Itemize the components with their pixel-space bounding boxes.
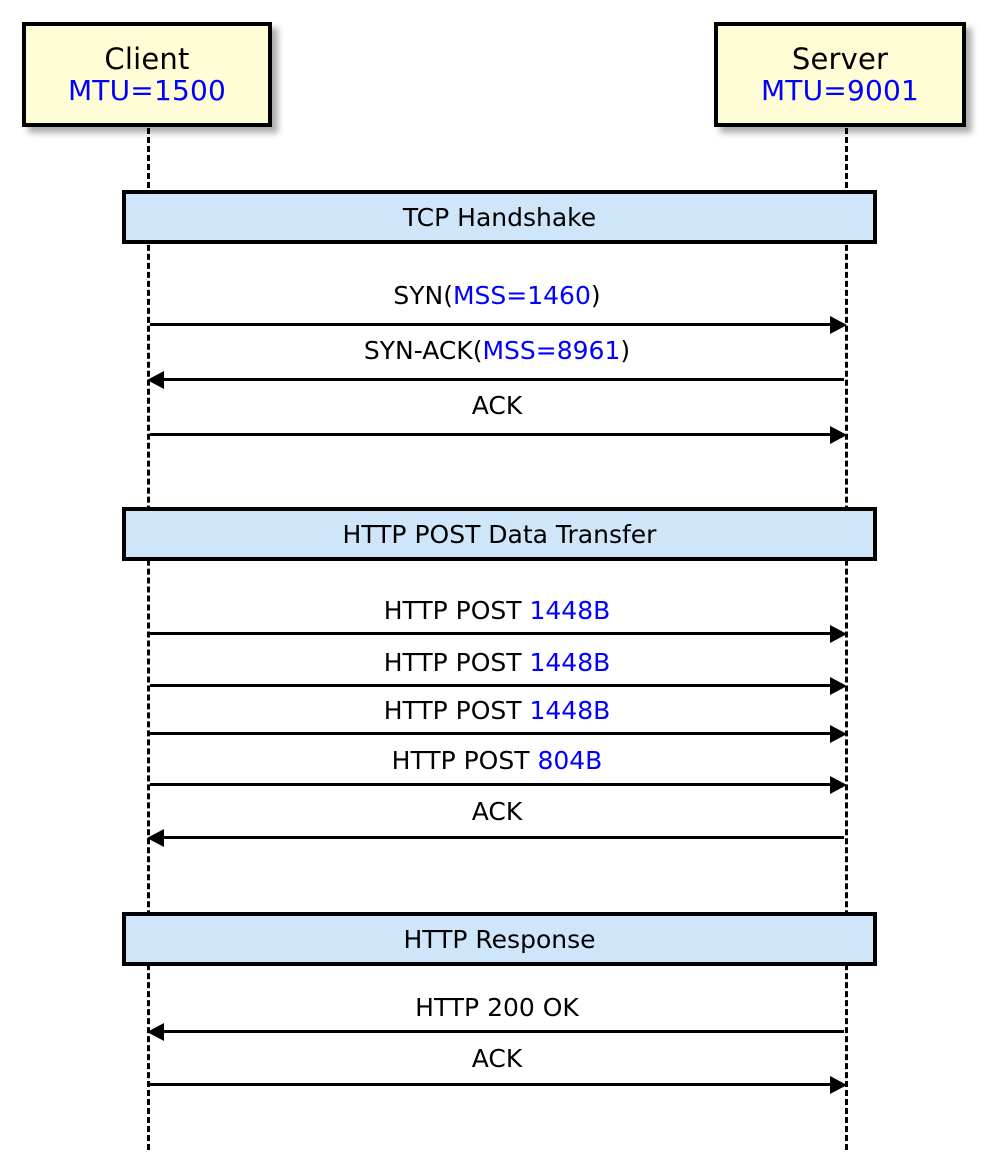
message-m2-suffix: ) [620,336,631,365]
message-m1-prefix: SYN( [393,281,453,310]
message-line-m10 [150,1083,833,1086]
message-label-m6: HTTP POST 1448B [150,698,844,723]
section-label-handshake: TCP Handshake [402,202,597,232]
message-label-m3: ACK [150,393,844,418]
lifeline-client [147,128,150,1150]
participant-client-mtu: MTU=1500 [67,74,227,108]
message-label-m7: HTTP POST 804B [150,748,844,773]
message-m2-prefix: SYN-ACK( [363,336,483,365]
message-m1-suffix: ) [590,281,601,310]
message-m3-prefix: ACK [471,391,523,420]
message-m4-highlight: 1448B [529,596,611,625]
message-arrowhead-m1 [830,316,847,334]
message-line-m5 [150,684,833,687]
message-line-m2 [161,378,844,381]
message-m4-prefix: HTTP POST [383,596,530,625]
message-m5-highlight: 1448B [529,648,611,677]
message-line-m1 [150,323,833,326]
section-label-post: HTTP POST Data Transfer [342,519,657,549]
section-bar-response[interactable]: HTTP Response [122,912,877,966]
message-arrowhead-m4 [830,625,847,643]
message-m1-highlight: MSS=1460 [452,281,591,310]
message-m5-prefix: HTTP POST [383,648,530,677]
message-m9-prefix: HTTP 200 OK [415,993,579,1022]
message-arrowhead-m6 [830,725,847,743]
message-m10-prefix: ACK [471,1044,523,1073]
message-arrowhead-m10 [830,1076,847,1094]
message-label-m9: HTTP 200 OK [150,995,844,1020]
message-label-m8: ACK [150,799,844,824]
message-arrowhead-m9 [147,1023,164,1041]
message-line-m3 [150,433,833,436]
message-m2-highlight: MSS=8961 [482,336,621,365]
message-m6-prefix: HTTP POST [383,696,530,725]
message-line-m8 [161,836,844,839]
message-m7-prefix: HTTP POST [391,746,538,775]
section-label-response: HTTP Response [403,924,596,954]
message-line-m6 [150,732,833,735]
participant-client-name: Client [104,41,190,76]
message-arrowhead-m8 [147,829,164,847]
message-arrowhead-m7 [830,776,847,794]
message-m7-highlight: 804B [537,746,603,775]
message-label-m2: SYN-ACK(MSS=8961) [150,338,844,363]
participant-server-mtu: MTU=9001 [760,74,920,108]
message-label-m5: HTTP POST 1448B [150,650,844,675]
participant-server-name: Server [791,41,889,76]
message-label-m4: HTTP POST 1448B [150,598,844,623]
participant-server[interactable]: Server MTU=9001 [714,22,966,127]
message-label-m1: SYN(MSS=1460) [150,283,844,308]
message-line-m4 [150,632,833,635]
message-arrowhead-m3 [830,426,847,444]
message-m6-highlight: 1448B [529,696,611,725]
message-m8-prefix: ACK [471,797,523,826]
section-bar-handshake[interactable]: TCP Handshake [122,190,877,244]
message-line-m7 [150,783,833,786]
message-line-m9 [161,1030,844,1033]
section-bar-post[interactable]: HTTP POST Data Transfer [122,507,877,561]
message-label-m10: ACK [150,1046,844,1071]
message-arrowhead-m5 [830,677,847,695]
participant-client[interactable]: Client MTU=1500 [22,22,272,127]
message-arrowhead-m2 [147,371,164,389]
